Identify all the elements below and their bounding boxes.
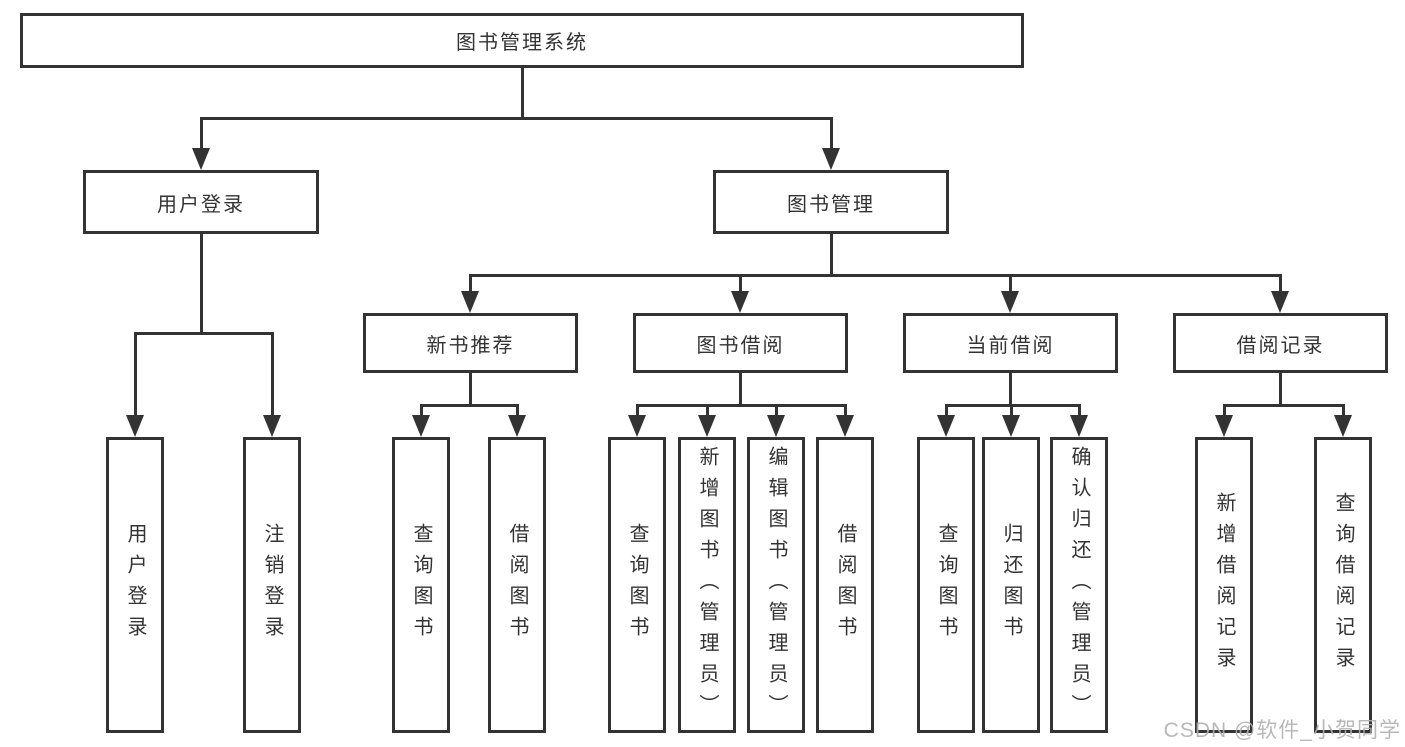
- connector-stem-user-login: [199, 234, 203, 335]
- node-borrow-records-label: 借阅记录: [1236, 334, 1325, 357]
- arrow-down-icon: [628, 406, 646, 437]
- leaf-confirm-return-admin: 确认归还（管理员）: [1050, 437, 1108, 733]
- arrow-down-icon: [461, 276, 479, 313]
- node-book-management: 图书管理: [713, 170, 949, 234]
- node-root-label: 图书管理系统: [456, 32, 588, 54]
- connector-stem-book-borrow: [738, 373, 742, 407]
- arrow-down-icon: [1334, 406, 1352, 437]
- node-book-borrowing: 图书借阅: [633, 313, 848, 373]
- connector-hline-new-book: [419, 404, 519, 407]
- arrow-down-icon: [263, 334, 281, 437]
- connector-stem-book-management: [829, 234, 833, 277]
- node-current-borrowing-label: 当前借阅: [966, 334, 1055, 357]
- leaf-logout: 注销登录: [243, 437, 301, 733]
- arrow-down-icon: [1215, 406, 1233, 437]
- arrow-down-icon: [1001, 276, 1019, 313]
- connector-hline-borrow-records: [1222, 404, 1345, 407]
- leaf-query-books-2: 查询图书: [608, 437, 666, 733]
- leaf-borrow-books-2-label: 借阅图书: [834, 523, 856, 647]
- arrow-down-icon: [1070, 406, 1088, 437]
- arrow-down-icon: [192, 119, 210, 170]
- leaf-add-borrow-record-label: 新增借阅记录: [1213, 492, 1235, 678]
- connector-hline-book-borrow: [635, 404, 847, 407]
- leaf-user-login-label: 用户登录: [124, 523, 146, 647]
- leaf-query-borrow-record: 查询借阅记录: [1314, 437, 1372, 733]
- connector-stem-new-book: [468, 373, 472, 407]
- leaf-query-borrow-record-label: 查询借阅记录: [1332, 492, 1354, 678]
- csdn-watermark: CSDN @软件_小贺同学: [1163, 719, 1401, 742]
- node-book-borrowing-label: 图书借阅: [696, 334, 785, 357]
- node-user-login-label: 用户登录: [157, 193, 245, 216]
- connector-hline-current-borrow: [944, 404, 1081, 407]
- node-new-book-recommend-label: 新书推荐: [426, 334, 515, 357]
- arrow-down-icon: [412, 406, 430, 437]
- leaf-borrow-books-2: 借阅图书: [816, 437, 874, 733]
- leaf-borrow-books-1: 借阅图书: [488, 437, 546, 733]
- arrow-down-icon: [822, 119, 840, 170]
- leaf-query-books-3: 查询图书: [917, 437, 975, 733]
- leaf-return-books-label: 归还图书: [1000, 523, 1022, 647]
- connector-stem-current-borrow: [1008, 373, 1012, 407]
- connector-stem-root: [520, 68, 524, 120]
- arrow-down-icon: [937, 406, 955, 437]
- connector-hline-level2: [199, 117, 833, 120]
- node-borrow-records: 借阅记录: [1173, 313, 1388, 373]
- leaf-query-books-1-label: 查询图书: [410, 523, 432, 647]
- leaf-add-books-admin: 新增图书（管理员）: [678, 437, 736, 733]
- leaf-confirm-return-admin-label: 确认归还（管理员）: [1068, 445, 1090, 725]
- leaf-edit-books-admin: 编辑图书（管理员）: [747, 437, 805, 733]
- node-new-book-recommend: 新书推荐: [363, 313, 578, 373]
- arrow-down-icon: [1271, 276, 1289, 313]
- node-user-login: 用户登录: [83, 170, 319, 234]
- node-current-borrowing: 当前借阅: [903, 313, 1118, 373]
- arrow-down-icon: [836, 406, 854, 437]
- leaf-query-books-1: 查询图书: [392, 437, 450, 733]
- leaf-add-borrow-record: 新增借阅记录: [1195, 437, 1253, 733]
- connector-hline-level3: [468, 274, 1282, 277]
- connector-hline-user-login: [133, 332, 274, 335]
- node-book-management-label: 图书管理: [787, 193, 875, 216]
- arrow-down-icon: [731, 276, 749, 313]
- leaf-borrow-books-1-label: 借阅图书: [506, 523, 528, 647]
- leaf-return-books: 归还图书: [982, 437, 1040, 733]
- arrow-down-icon: [508, 406, 526, 437]
- arrow-down-icon: [698, 406, 716, 437]
- connector-stem-borrow-records: [1278, 373, 1282, 407]
- leaf-edit-books-admin-label: 编辑图书（管理员）: [765, 445, 787, 725]
- arrow-down-icon: [1002, 406, 1020, 437]
- arrow-down-icon: [767, 406, 785, 437]
- leaf-add-books-admin-label: 新增图书（管理员）: [696, 445, 718, 725]
- node-root: 图书管理系统: [20, 13, 1024, 68]
- arrow-down-icon: [126, 334, 144, 437]
- leaf-query-books-3-label: 查询图书: [935, 523, 957, 647]
- leaf-user-login: 用户登录: [106, 437, 164, 733]
- leaf-query-books-2-label: 查询图书: [626, 523, 648, 647]
- leaf-logout-label: 注销登录: [261, 523, 283, 647]
